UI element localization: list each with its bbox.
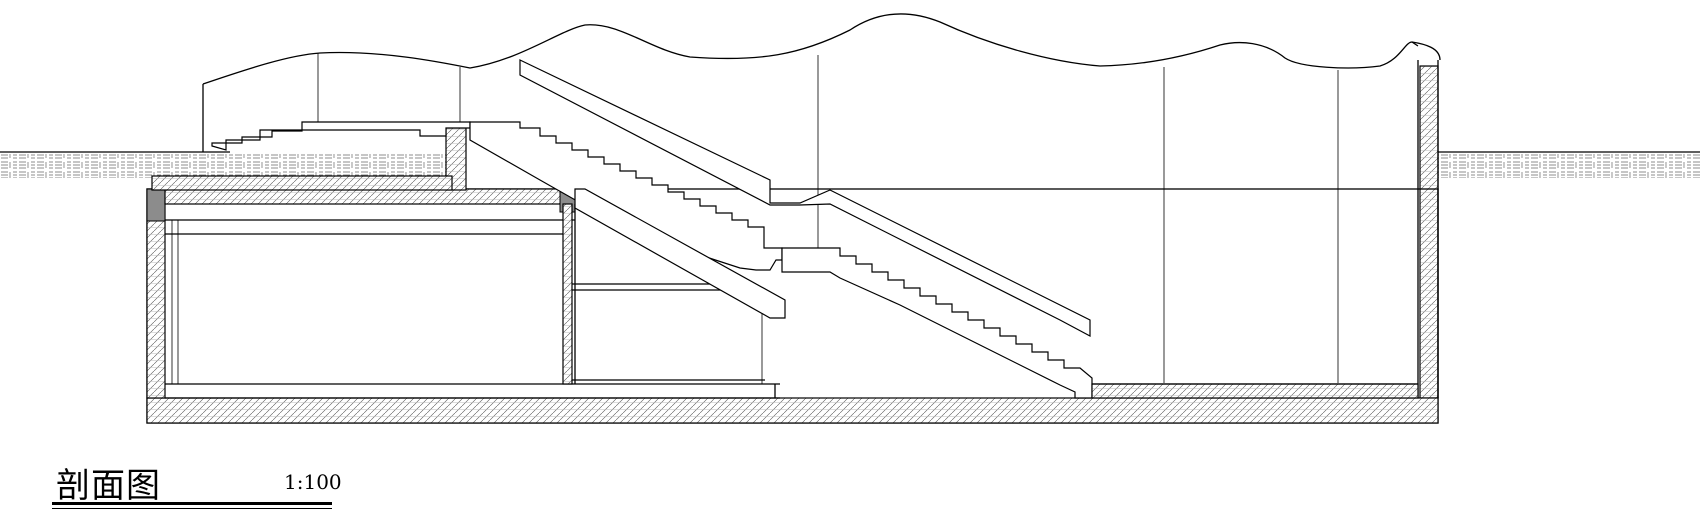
title-underline-thick [52, 502, 332, 505]
right-wall [1417, 60, 1439, 399]
title-underline-thin [52, 508, 332, 509]
drawing-title: 剖面图 [56, 466, 161, 506]
upper-left-steps [211, 121, 471, 151]
handrail-upper [519, 59, 1091, 337]
ground-hatch-left [0, 151, 452, 180]
drawing-scale: 1:100 [284, 470, 342, 494]
canopy-verticals [317, 53, 1339, 383]
light-shaft [151, 127, 467, 191]
ramp-soffit [574, 188, 786, 319]
lower-plaza-slab [1091, 383, 1419, 399]
ground-hatch-right [1437, 151, 1700, 178]
main-stair-lower [781, 247, 1093, 399]
roof-edge [1411, 41, 1441, 61]
main-stair-upper [469, 121, 783, 271]
basement-structure [146, 188, 1439, 424]
wavy-roof [202, 13, 1419, 85]
